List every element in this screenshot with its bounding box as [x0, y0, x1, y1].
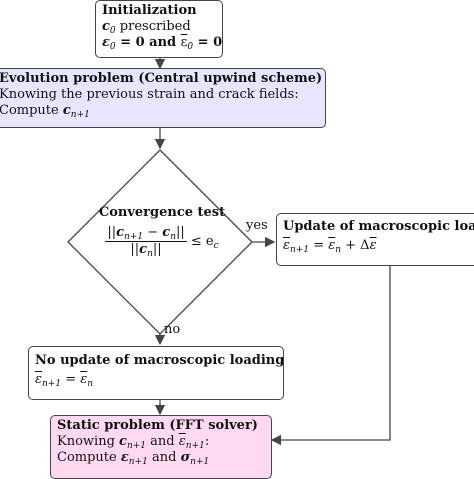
- initialization-line1: c0 prescribed: [102, 19, 191, 36]
- static-line2: Compute εn+1 and σn+1: [57, 450, 210, 467]
- convergence-criterion: ||cn+1 − cn|| ||cn|| ≤ ec: [105, 225, 219, 259]
- evolution-title: Evolution problem (Central upwind scheme…: [0, 71, 323, 86]
- update-box: Update of macroscopic loading εn+1 = εn …: [276, 213, 474, 266]
- update-title: Update of macroscopic loading: [283, 219, 474, 234]
- no-update-title: No update of macroscopic loading: [35, 353, 284, 368]
- static-box: Static problem (FFT solver) Knowing cn+1…: [50, 415, 272, 479]
- initialization-line2: ε0 = 0 and ε0 = 0: [102, 35, 223, 52]
- evolution-box: Evolution problem (Central upwind scheme…: [0, 68, 326, 128]
- initialization-title: Initialization: [102, 3, 197, 18]
- initialization-box: Initialization c0 prescribed ε0 = 0 and …: [95, 0, 223, 58]
- evolution-line1: Knowing the previous strain and crack fi…: [0, 87, 299, 102]
- no-update-box: No update of macroscopic loading εn+1 = …: [28, 346, 284, 400]
- update-equation: εn+1 = εn + Δε: [283, 238, 377, 255]
- convergence-fraction: ||cn+1 − cn|| ||cn||: [105, 225, 187, 259]
- evolution-line2: Compute cn+1: [0, 103, 90, 120]
- no-label: no: [164, 322, 181, 337]
- arrow-update-to-static: [270, 266, 391, 446]
- static-title: Static problem (FFT solver): [57, 418, 258, 433]
- no-update-equation: εn+1 = εn: [35, 372, 94, 389]
- static-line1: Knowing cn+1 and εn+1:: [57, 434, 210, 451]
- yes-label: yes: [246, 218, 268, 233]
- convergence-test: Convergence test ||cn+1 − cn|| ||cn|| ≤ …: [82, 205, 242, 259]
- convergence-title: Convergence test: [98, 205, 226, 220]
